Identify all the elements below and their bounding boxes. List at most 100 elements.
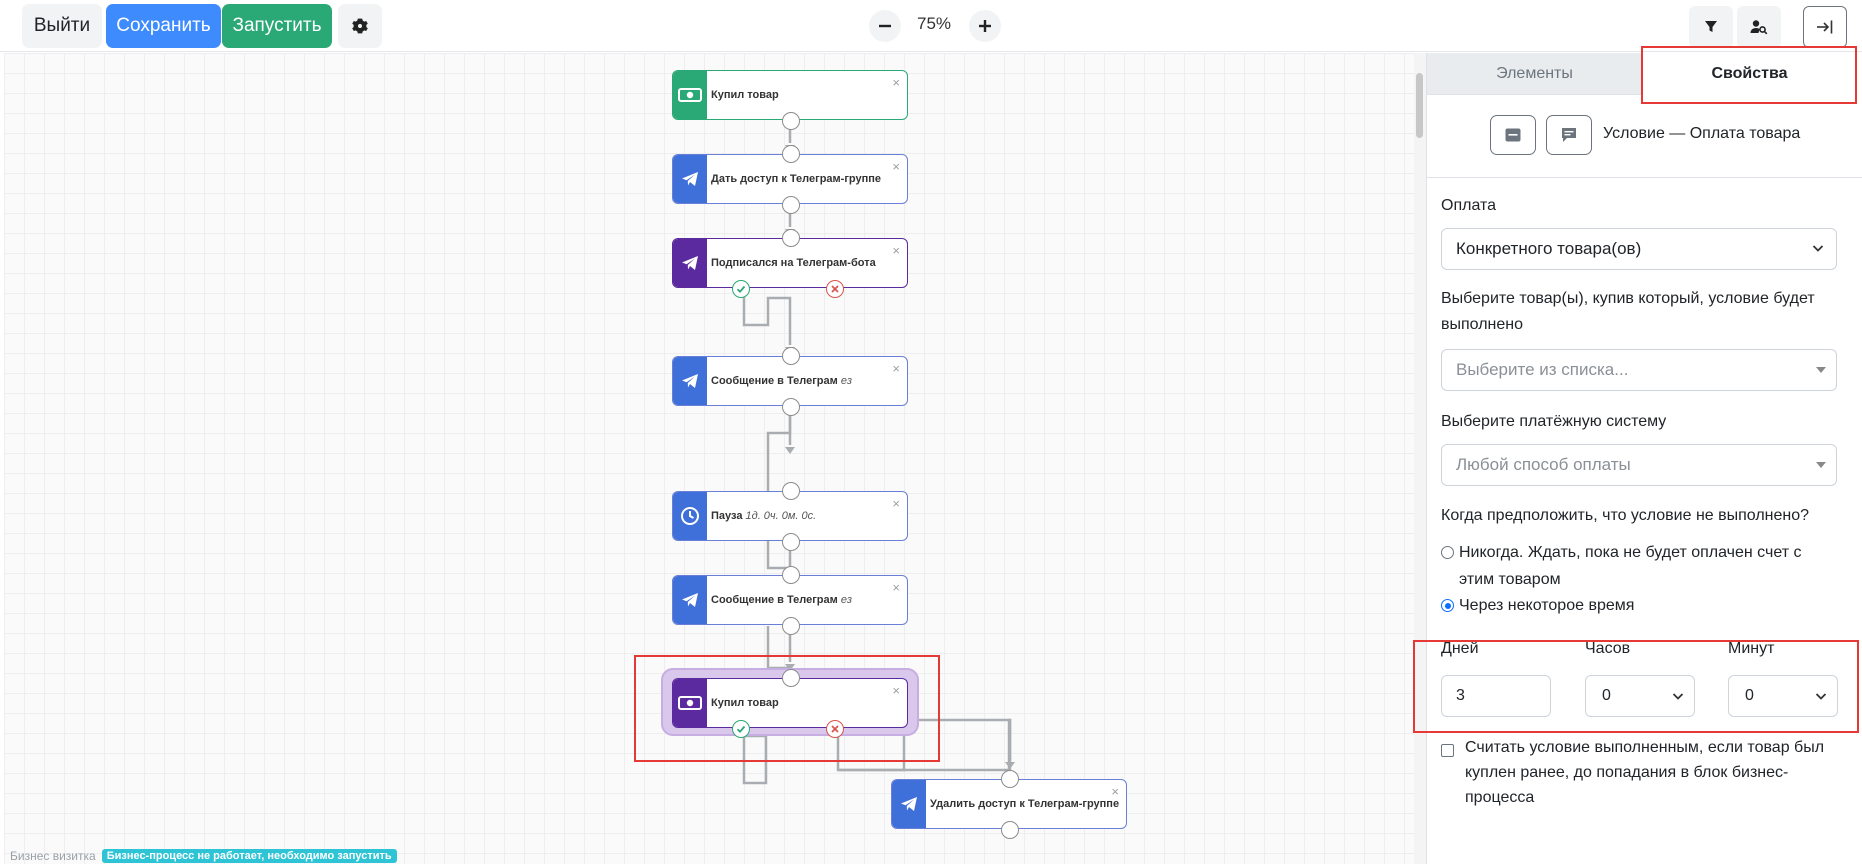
flow-node-telegram-message-2[interactable]: Сообщение в Телеграм ез × <box>672 566 908 635</box>
chevron-down-icon <box>1815 693 1827 700</box>
plus-icon <box>979 20 991 32</box>
filter-button[interactable] <box>1689 6 1733 48</box>
annotation-highlight-tab <box>1641 46 1857 104</box>
tab-elements[interactable]: Элементы <box>1427 53 1642 95</box>
days-input[interactable]: 3 <box>1441 675 1551 717</box>
output-port[interactable] <box>782 196 800 214</box>
panel-divider <box>1427 177 1862 178</box>
caret-down-icon <box>1816 367 1826 373</box>
scrollbar-thumb[interactable] <box>1416 73 1423 138</box>
paysys-value: Любой способ оплаты <box>1456 455 1631 474</box>
yes-port[interactable] <box>732 720 750 738</box>
exit-button[interactable]: Выйти <box>22 4 102 48</box>
node-label: Удалить доступ к Телеграм-группе <box>930 798 1120 810</box>
process-status-bar: Бизнес визитка Бизнес-процесс не работае… <box>10 848 397 864</box>
caret-down-icon <box>1816 462 1826 468</box>
no-port[interactable] <box>826 280 844 298</box>
output-port[interactable] <box>782 112 800 130</box>
close-icon[interactable]: × <box>892 75 900 90</box>
flow-node-grant-access[interactable]: Дать доступ к Телеграм-группе × <box>672 145 908 214</box>
flow-node-purchase[interactable]: Купил товар × <box>672 70 908 130</box>
output-port[interactable] <box>782 533 800 551</box>
comment-lines-icon <box>1562 128 1576 142</box>
block-info-button[interactable] <box>1490 115 1536 155</box>
minutes-value: 0 <box>1745 687 1754 704</box>
node-label: Подписался на Телеграм-бота <box>711 257 876 269</box>
save-button[interactable]: Сохранить <box>106 4 221 48</box>
fail-question: Когда предположить, что условие не выпол… <box>1441 507 1810 524</box>
input-port[interactable] <box>782 347 800 365</box>
flow-node-purchase-condition[interactable]: Купил товар × <box>672 669 908 738</box>
radio-never-label[interactable]: Никогда. Ждать, пока не будет оплачен сч… <box>1459 544 1802 588</box>
input-port[interactable] <box>782 145 800 163</box>
tab-properties[interactable]: Свойства <box>1642 53 1857 95</box>
telegram-icon <box>673 239 707 287</box>
purchased-before-checkbox[interactable] <box>1441 744 1454 757</box>
close-icon[interactable]: × <box>892 361 900 376</box>
close-icon[interactable]: × <box>892 580 900 595</box>
flow-node-telegram-message[interactable]: Сообщение в Телеграм ез × <box>672 347 908 416</box>
input-port[interactable] <box>782 669 800 687</box>
run-button[interactable]: Запустить <box>222 4 332 48</box>
flow-canvas[interactable]: Купил товар × Дать доступ к Телеграм-гру… <box>4 53 1414 864</box>
block-comment-button[interactable] <box>1546 115 1592 155</box>
cross-icon <box>831 285 839 293</box>
radio-never[interactable] <box>1441 546 1454 559</box>
chevron-down-icon <box>1672 693 1684 700</box>
top-toolbar: Выйти Сохранить Запустить 75% <box>0 0 1862 52</box>
telegram-icon <box>673 576 707 624</box>
minutes-select[interactable]: 0 <box>1728 675 1838 717</box>
canvas-scrollbar[interactable] <box>1414 53 1426 864</box>
gear-icon <box>352 18 368 34</box>
settings-button[interactable] <box>338 4 382 48</box>
panel-collapse-button[interactable] <box>1803 6 1847 48</box>
products-select[interactable]: Выберите из списка... <box>1441 349 1837 391</box>
zoom-in-button[interactable] <box>969 10 1001 42</box>
input-port[interactable] <box>782 566 800 584</box>
zoom-level: 75% <box>916 14 952 33</box>
node-label: Дать доступ к Телеграм-группе <box>711 173 882 185</box>
paysys-select[interactable]: Любой способ оплаты <box>1441 444 1837 486</box>
radio-after-time[interactable] <box>1441 599 1454 612</box>
close-icon[interactable]: × <box>892 496 900 511</box>
flow-node-pause[interactable]: Пауза 1д. 0ч. 0м. 0с. × <box>672 482 908 551</box>
telegram-icon <box>892 780 926 828</box>
purchased-before-label[interactable]: Считать условие выполненным, если товар … <box>1465 739 1825 806</box>
block-title: Условие — Оплата товара <box>1603 125 1801 142</box>
node-label: Сообщение в Телеграм ез <box>711 594 852 606</box>
products-label: Выберите товар(ы), купив который, услови… <box>1441 290 1815 333</box>
close-icon[interactable]: × <box>892 683 900 698</box>
close-icon[interactable]: × <box>1111 784 1119 799</box>
payment-select[interactable]: Конкретного товара(ов) <box>1441 228 1837 270</box>
input-port[interactable] <box>1001 770 1019 788</box>
chevron-down-icon <box>1812 245 1824 252</box>
cross-icon <box>831 725 839 733</box>
input-port[interactable] <box>782 229 800 247</box>
comment-icon <box>1505 128 1521 142</box>
payment-value: Конкретного товара(ов) <box>1456 239 1642 258</box>
money-icon <box>673 71 707 119</box>
node-label: Купил товар <box>711 89 779 101</box>
radio-after-time-label[interactable]: Через некоторое время <box>1459 597 1635 614</box>
yes-port[interactable] <box>732 280 750 298</box>
flow-node-remove-access[interactable]: Удалить доступ к Телеграм-группе × <box>891 770 1127 839</box>
zoom-out-button[interactable] <box>869 10 901 42</box>
hours-value: 0 <box>1602 687 1611 704</box>
hours-select[interactable]: 0 <box>1585 675 1695 717</box>
close-icon[interactable]: × <box>892 243 900 258</box>
flow-node-subscribed-bot[interactable]: Подписался на Телеграм-бота × <box>672 229 908 298</box>
user-search-button[interactable] <box>1737 6 1781 48</box>
hours-label: Часов <box>1585 640 1631 657</box>
days-label: Дней <box>1441 640 1479 657</box>
clock-icon <box>673 492 707 540</box>
sidebar-toggle-icon <box>1817 20 1833 34</box>
close-icon[interactable]: × <box>892 159 900 174</box>
input-port[interactable] <box>782 482 800 500</box>
no-port[interactable] <box>826 720 844 738</box>
node-label: Купил товар <box>711 697 779 709</box>
output-port[interactable] <box>782 617 800 635</box>
output-port[interactable] <box>782 398 800 416</box>
output-port[interactable] <box>1001 821 1019 839</box>
status-badge: Бизнес-процесс не работает, необходимо з… <box>101 849 397 863</box>
telegram-icon <box>673 357 707 405</box>
